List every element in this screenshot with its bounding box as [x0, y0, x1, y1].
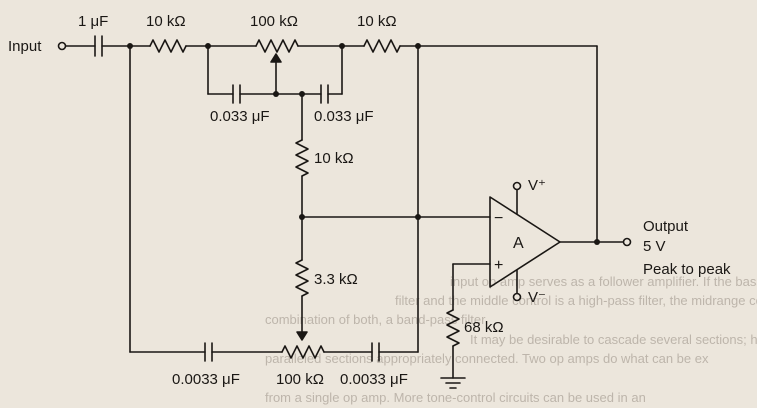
junction-dot	[594, 239, 600, 245]
bleed-line-4: It may be desirable to cascade several s…	[470, 332, 757, 347]
opamp-triangle	[489, 196, 561, 288]
capacitor-0033-right-label: 0.033 μF	[314, 108, 374, 125]
resistor-68k	[446, 309, 460, 347]
opamp-inverting-sign: −	[494, 210, 503, 227]
potentiometer-100k-bottom-label: 100 kΩ	[276, 371, 324, 388]
opamp-vminus-terminal	[512, 292, 522, 302]
resistor-3k3-label: 3.3 kΩ	[314, 271, 358, 288]
input-capacitor-label: 1 μF	[78, 13, 108, 30]
pot-bottom-wiper-arrow	[296, 331, 308, 341]
bleed-line-1: input op amp serves as a follower amplif…	[450, 274, 757, 289]
junction-dot	[299, 214, 305, 220]
potentiometer-100k-bottom	[281, 345, 325, 359]
junction-dot	[415, 43, 421, 49]
junction-dots	[127, 43, 600, 245]
opamp-vplus-label: V⁺	[528, 177, 546, 194]
capacitor-0033-left-label: 0.033 μF	[210, 108, 270, 125]
input-terminal	[57, 41, 96, 51]
capacitor-0033-left-symbol	[232, 84, 241, 104]
opamp-vminus-label: V⁻	[528, 289, 546, 306]
resistor-3k3-center	[295, 259, 309, 297]
bleed-line-3: combination of both, a band-pass filter.	[265, 312, 488, 327]
bleed-line-6: from a single op amp. More tone-control …	[265, 390, 646, 405]
output-label: Output	[643, 218, 689, 235]
resistor-10k-center-label: 10 kΩ	[314, 150, 354, 167]
output-value: 5 V	[643, 238, 666, 255]
input-capacitor-symbol	[94, 35, 103, 57]
resistor-68k-label: 68 kΩ	[464, 319, 504, 336]
opamp-label: A	[513, 235, 524, 252]
output-terminal	[622, 237, 632, 247]
junction-dot	[205, 43, 211, 49]
opamp-vplus-terminal	[512, 181, 522, 191]
junction-dot	[415, 214, 421, 220]
capacitor-00033-left-label: 0.0033 μF	[172, 371, 240, 388]
capacitor-00033-right-label: 0.0033 μF	[340, 371, 408, 388]
resistor-10k-top-right	[363, 39, 401, 53]
bleed-line-5: paralleled sections appropriately connec…	[265, 351, 709, 366]
output-note: Peak to peak	[643, 261, 731, 278]
capacitor-00033-left-symbol	[204, 342, 213, 362]
junction-dot	[299, 91, 305, 97]
potentiometer-100k-top	[255, 39, 299, 53]
junction-dot	[127, 43, 133, 49]
resistor-10k-top-right-label: 10 kΩ	[357, 13, 397, 30]
potentiometer-100k-top-label: 100 kΩ	[250, 13, 298, 30]
junction-dot	[273, 91, 279, 97]
bleed-through-text: input op amp serves as a follower amplif…	[265, 274, 757, 405]
resistor-10k-top-left	[149, 39, 187, 53]
opamp-noninverting-sign: +	[494, 257, 503, 274]
capacitor-0033-right-symbol	[320, 84, 329, 104]
input-label: Input	[8, 38, 42, 55]
resistor-10k-top-left-label: 10 kΩ	[146, 13, 186, 30]
bleed-line-2: filter and the middle control is a high-…	[395, 293, 757, 308]
junction-dot	[339, 43, 345, 49]
ground-symbol	[440, 377, 466, 389]
resistor-10k-center	[295, 139, 309, 177]
pot-top-wiper-arrow	[270, 53, 282, 63]
